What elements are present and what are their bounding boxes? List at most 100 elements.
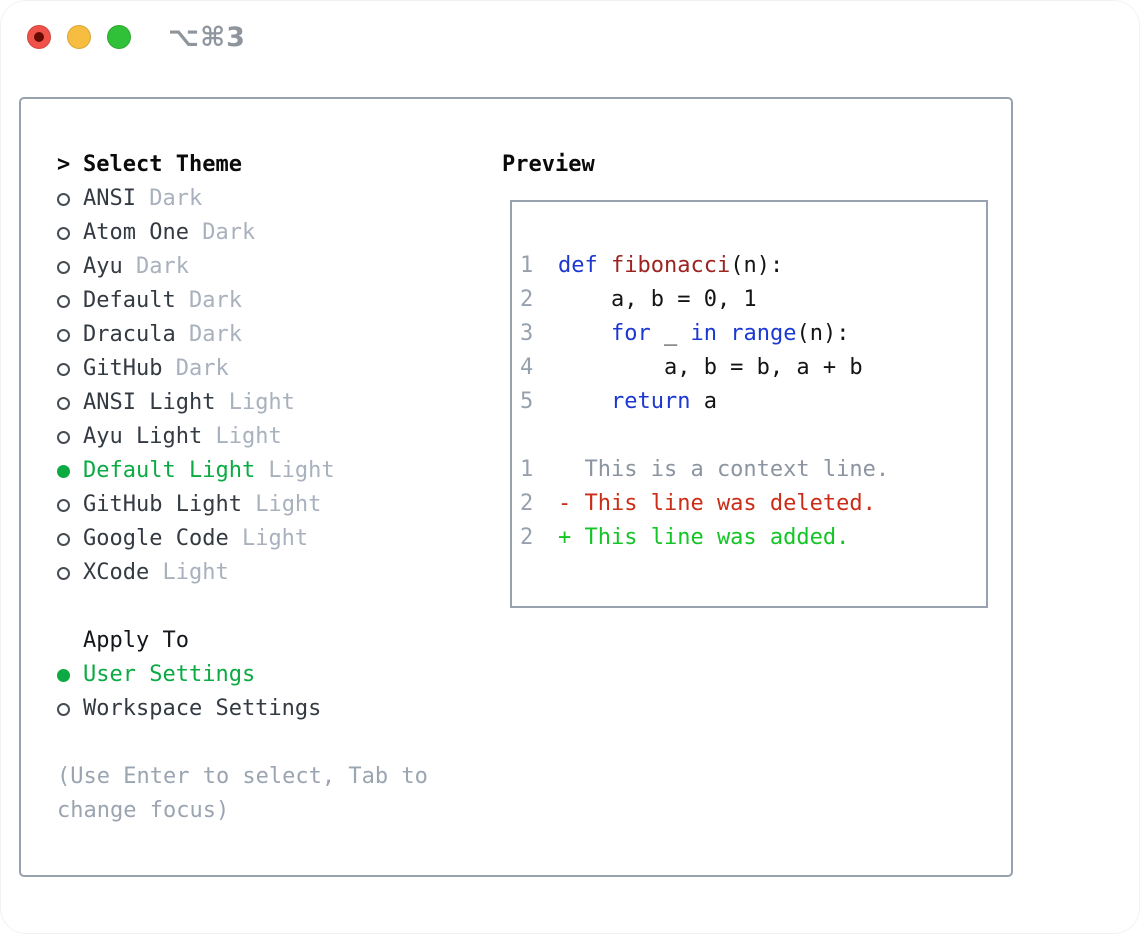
theme-variant: Dark bbox=[135, 186, 203, 211]
theme-option-ayu[interactable]: Ayu Dark bbox=[57, 250, 487, 284]
token-plain: a bbox=[690, 389, 717, 414]
theme-variant: Dark bbox=[188, 220, 256, 245]
theme-option-ansi-light[interactable]: ANSI Light Light bbox=[57, 386, 487, 420]
token-plain bbox=[717, 321, 730, 346]
token-keyword: return bbox=[610, 389, 691, 414]
theme-variant: Dark bbox=[122, 254, 189, 279]
line-number: 3 bbox=[520, 321, 534, 346]
minimize-button[interactable] bbox=[67, 25, 91, 49]
radio-indicator-col bbox=[57, 702, 83, 716]
theme-option-github-light[interactable]: GitHub Light Light bbox=[57, 488, 487, 522]
theme-option-default[interactable]: Default Dark bbox=[57, 284, 487, 318]
token-plain: _ bbox=[650, 321, 691, 346]
token-keyword: range bbox=[730, 321, 797, 346]
hint-text-line: change focus) bbox=[57, 798, 230, 823]
diff-text: This is a context line. bbox=[558, 457, 890, 482]
radio-indicator-col bbox=[57, 532, 83, 546]
theme-name: ANSI bbox=[83, 186, 136, 211]
theme-variant: Dark bbox=[175, 288, 242, 313]
token-plain: a, b = b, a + b bbox=[558, 355, 863, 380]
theme-variant: Light bbox=[202, 424, 282, 449]
radio-indicator-col bbox=[57, 294, 83, 308]
selection-prompt-col: > bbox=[57, 148, 83, 182]
select-theme-header: > Select Theme bbox=[57, 148, 487, 182]
radio-indicator-col bbox=[57, 226, 83, 240]
window-title: ⌥⌘3 bbox=[168, 21, 246, 53]
theme-variant: Light bbox=[255, 458, 335, 483]
apply-to-title: Apply To bbox=[83, 628, 189, 653]
radio-unselected-icon bbox=[57, 498, 70, 512]
radio-indicator-col bbox=[57, 396, 83, 410]
token-plain: (n): bbox=[796, 321, 850, 346]
line-number: 2 bbox=[520, 491, 534, 516]
theme-name: XCode bbox=[83, 560, 150, 585]
radio-indicator-col bbox=[57, 362, 83, 376]
line-number: 2 bbox=[520, 525, 534, 550]
theme-option-ansi[interactable]: ANSI Dark bbox=[57, 182, 487, 216]
diff-text: - This line was deleted. bbox=[558, 491, 876, 516]
code-content: def fibonacci(n): bbox=[558, 249, 783, 283]
code-content: a, b = b, a + b bbox=[558, 351, 863, 385]
radio-indicator-col bbox=[57, 464, 83, 478]
token-plain bbox=[558, 321, 611, 346]
prompt-caret: > bbox=[57, 152, 71, 177]
theme-name: Atom One bbox=[83, 220, 189, 245]
theme-option-xcode[interactable]: XCode Light bbox=[57, 556, 487, 590]
hint-text-line: (Use Enter to select, Tab to bbox=[57, 764, 428, 789]
theme-variant: Light bbox=[149, 560, 229, 585]
zoom-button[interactable] bbox=[107, 25, 131, 49]
token-plain: a, b = 0, 1 bbox=[558, 287, 757, 312]
token-keyword: def bbox=[558, 253, 598, 278]
theme-name: Default bbox=[83, 288, 176, 313]
theme-name: Dracula bbox=[83, 322, 176, 347]
diff-line-context: 1 This is a context line. bbox=[520, 453, 986, 487]
theme-option-github[interactable]: GitHub Dark bbox=[57, 352, 487, 386]
code-line: 2 a, b = 0, 1 bbox=[520, 283, 986, 317]
token-plain: (n): bbox=[730, 253, 784, 278]
radio-unselected-icon bbox=[57, 294, 70, 308]
theme-name: Ayu bbox=[83, 254, 123, 279]
radio-indicator-col bbox=[57, 566, 83, 580]
token-plain bbox=[598, 253, 611, 278]
blank-line bbox=[520, 419, 986, 453]
apply-to-header: Apply To bbox=[57, 624, 487, 658]
token-keyword: for bbox=[610, 321, 651, 346]
theme-option-ayu-light[interactable]: Ayu Light Light bbox=[57, 420, 487, 454]
apply-option-workspace-settings[interactable]: Workspace Settings bbox=[57, 692, 487, 726]
theme-variant: Light bbox=[228, 526, 309, 551]
diff-text: + This line was added. bbox=[558, 525, 850, 550]
close-button[interactable] bbox=[27, 25, 51, 49]
radio-indicator-col bbox=[57, 192, 83, 206]
radio-unselected-icon bbox=[57, 532, 70, 546]
apply-option-user-settings[interactable]: User Settings bbox=[57, 658, 487, 692]
token-function: fibonacci bbox=[611, 253, 731, 278]
traffic-lights bbox=[27, 25, 131, 49]
theme-option-google-code[interactable]: Google Code Light bbox=[57, 522, 487, 556]
theme-variant: Light bbox=[241, 492, 322, 517]
radio-indicator-col bbox=[57, 260, 83, 274]
theme-option-dracula[interactable]: Dracula Dark bbox=[57, 318, 487, 352]
radio-unselected-icon bbox=[57, 260, 70, 274]
radio-selected-icon bbox=[57, 464, 70, 478]
code-content: for _ in range(n): bbox=[558, 317, 849, 351]
preview-title: Preview bbox=[502, 152, 595, 177]
apply-option-label: Workspace Settings bbox=[83, 696, 322, 721]
select-theme-title: Select Theme bbox=[83, 152, 242, 177]
code-line: 5 return a bbox=[520, 385, 986, 419]
theme-option-atom-one[interactable]: Atom One Dark bbox=[57, 216, 487, 250]
radio-indicator-col bbox=[57, 498, 83, 512]
theme-variant: Dark bbox=[162, 356, 229, 381]
theme-name: Google Code bbox=[83, 526, 229, 551]
radio-indicator-col bbox=[57, 328, 83, 342]
code-line: 3 for _ in range(n): bbox=[520, 317, 986, 351]
theme-option-default-light[interactable]: Default Light Light bbox=[57, 454, 487, 488]
spacer bbox=[57, 590, 487, 624]
theme-name: ANSI Light bbox=[83, 390, 216, 415]
token-plain bbox=[558, 389, 611, 414]
